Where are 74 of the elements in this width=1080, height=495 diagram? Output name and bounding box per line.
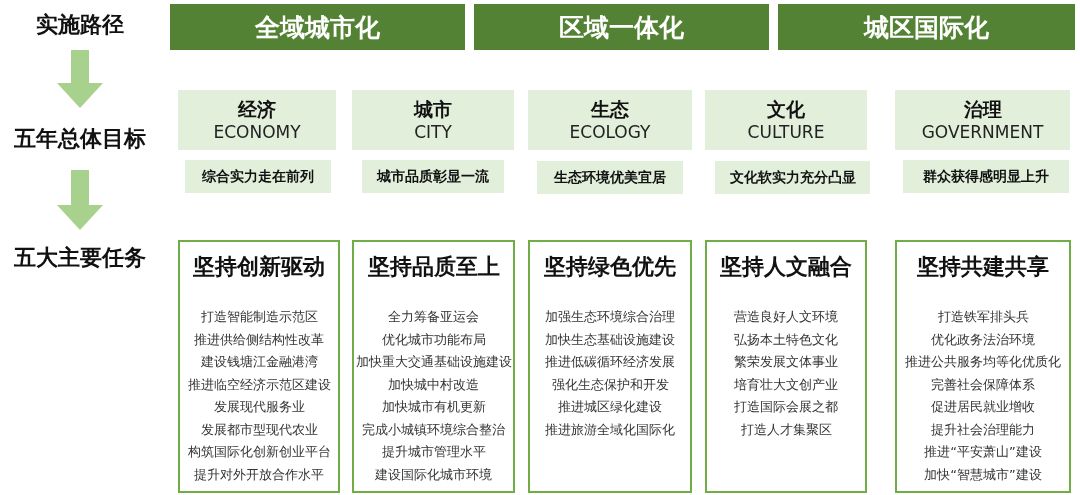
goal-subtitle: GOVERNMENT: [921, 121, 1044, 143]
subgoal-box: 文化软实力充分凸显: [715, 161, 870, 194]
goal-subtitle: CITY: [414, 121, 452, 143]
goal-title: 城市: [414, 97, 452, 121]
task-item: 完善社会保障体系: [931, 375, 1035, 394]
goal-box: [528, 90, 692, 150]
down-arrow: [57, 50, 103, 108]
task-item: 加快生态基础设施建设: [545, 330, 675, 349]
task-item: 加快城中村改造: [388, 375, 479, 394]
task-item: 打造人才集聚区: [740, 420, 832, 439]
task-item: 培育壮大文创产业: [734, 375, 838, 394]
goal-box: [352, 90, 514, 150]
task-item: 强化生态保护和开发: [551, 375, 669, 394]
task-item: 加强生态环境综合治理: [545, 308, 675, 326]
path-banner: 全域城市化: [170, 4, 465, 50]
task-item: 促进居民就业增收: [931, 398, 1035, 416]
goal-subtitle: CULTURE: [747, 121, 825, 143]
task-item: 推进“平安萧山”建设: [924, 443, 1042, 461]
task-heading: 坚持绿色优先: [544, 253, 676, 281]
task-item: 提升城市管理水平: [381, 443, 486, 461]
task-item: 发展现代服务业: [213, 398, 305, 416]
subgoal-box: 综合实力走在前列: [185, 160, 331, 193]
task-item: 提升社会治理能力: [931, 420, 1035, 439]
task-item: 推进低碳循环经济发展: [545, 353, 675, 371]
task-item: 打造国际会展之都: [734, 398, 838, 416]
task-item: 繁荣发展文体事业: [734, 353, 838, 371]
task-item: 全力筹备亚运会: [388, 308, 479, 326]
down-arrow: [57, 170, 103, 230]
task-item: 构筑国际化创新创业平台: [187, 443, 331, 461]
task-item: 弘扬本土特色文化: [734, 330, 838, 349]
task-item: 推进公共服务均等化优质化: [905, 353, 1061, 371]
goal-box: [178, 90, 336, 150]
task-heading: 坚持创新驱动: [193, 253, 325, 281]
task-item: 优化政务法治环境: [931, 330, 1035, 349]
task-heading: 坚持共建共享: [917, 253, 1049, 281]
task-item: 建设钱塘江金融港湾: [200, 353, 318, 371]
task-box: [528, 240, 692, 493]
goal-title: 治理: [963, 97, 1002, 121]
goal-subtitle: ECOLOGY: [569, 121, 651, 143]
subgoal-box: 城市品质彰显一流: [362, 160, 504, 193]
row-label: 实施路径: [10, 2, 150, 48]
path-banner: 城区国际化: [778, 4, 1075, 50]
task-item: 完成小城镇环境综合整治: [362, 420, 505, 439]
task-item: 打造铁军排头兵: [937, 308, 1029, 326]
task-box: [178, 240, 340, 493]
task-item: 推进旅游全域化国际化: [545, 420, 675, 439]
row-label: 五大主要任务: [5, 232, 155, 284]
task-item: 推进供给侧结构性改革: [194, 330, 324, 349]
task-box: [705, 240, 867, 493]
goal-title: 生态: [591, 97, 629, 121]
task-item: 发展都市型现代农业: [200, 420, 318, 439]
task-item: 加快城市有机更新: [381, 398, 486, 416]
goal-subtitle: ECONOMY: [213, 121, 301, 143]
task-box: [352, 240, 515, 493]
goal-title: 经济: [238, 97, 276, 121]
task-item: 推进临空经济示范区建设: [187, 375, 331, 394]
task-item: 提升对外开放合作水平: [194, 465, 324, 484]
task-heading: 坚持品质至上: [367, 253, 500, 281]
task-item: 优化城市功能布局: [381, 330, 486, 349]
goal-box: [705, 90, 867, 150]
task-item: 营造良好人文环境: [734, 308, 838, 326]
path-banner: 区域一体化: [474, 4, 769, 50]
task-item: 推进城区绿化建设: [558, 398, 662, 416]
subgoal-box: 群众获得感明显上升: [903, 160, 1069, 193]
task-item: 打造智能制造示范区: [200, 308, 318, 326]
row-label: 五年总体目标: [5, 110, 155, 168]
task-item: 加快“智慧城市”建设: [924, 465, 1042, 484]
task-item: 加快重大交通基础设施建设: [355, 353, 512, 371]
goal-title: 文化: [767, 97, 805, 121]
goal-box: [895, 90, 1070, 150]
task-item: 建设国际化城市环境: [375, 465, 492, 484]
subgoal-box: 生态环境优美宜居: [537, 161, 683, 194]
task-heading: 坚持人文融合: [720, 253, 852, 281]
task-box: [895, 240, 1071, 493]
